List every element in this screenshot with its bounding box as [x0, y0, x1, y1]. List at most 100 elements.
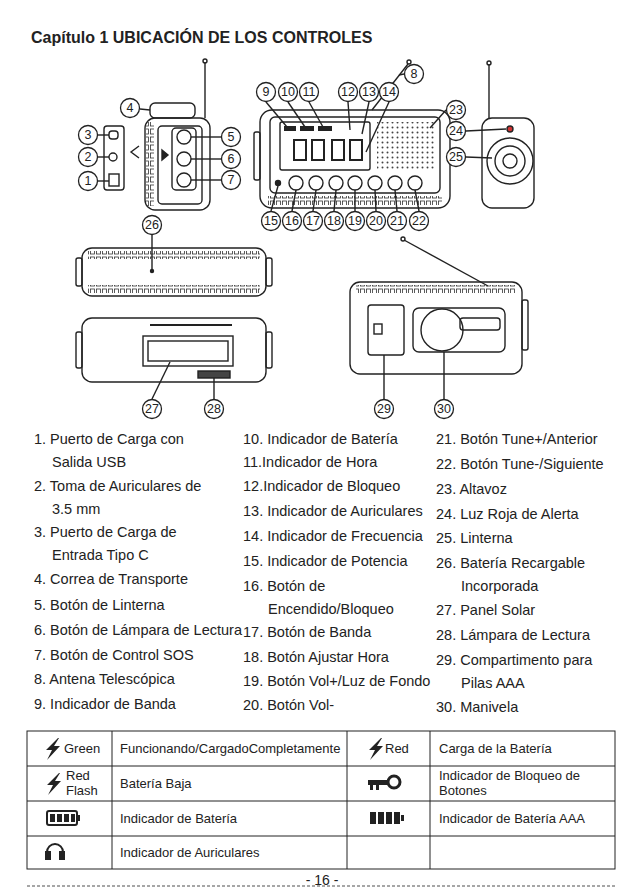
side-knob [76, 332, 82, 368]
leader-line [151, 235, 152, 270]
table-cell: Green [64, 741, 109, 756]
callout-number: 30 [434, 399, 454, 419]
power-led [276, 181, 281, 186]
callout-circle [325, 212, 344, 231]
callout-circle [405, 65, 424, 84]
grip-texture [146, 122, 154, 206]
part-name: 7. Botón de Control SOS [34, 644, 194, 667]
key-ring [388, 776, 400, 788]
part-name: 23. Altavoz [436, 478, 507, 501]
bolt-icon [47, 773, 61, 795]
compartment-latch [374, 324, 382, 334]
callout-circle [435, 400, 454, 419]
table-cell: Batería Baja [120, 776, 340, 791]
flashlight-lens [495, 146, 525, 176]
callout-circle [222, 150, 241, 169]
crank-hub [421, 309, 463, 351]
part-name: 22. Botón Tune-/Siguiente [436, 453, 604, 476]
leader-line [354, 190, 355, 211]
carry-strap [150, 103, 195, 118]
leader-line [98, 156, 109, 157]
solar-cells [148, 341, 228, 361]
leader-line [98, 134, 109, 135]
part-name: 6. Botón de Lámpara de Lectura [34, 619, 242, 642]
callout-number: 4 [120, 98, 140, 118]
part-name: 28. Lámpara de Lectura [436, 624, 590, 647]
radio-top [82, 248, 266, 296]
usb-port [109, 174, 119, 186]
headphone-cup [46, 852, 50, 859]
leader-line [383, 355, 384, 399]
callout-circle [339, 83, 358, 102]
part-name: 3. Puerto de Carga de Entrada Tipo C [34, 521, 186, 567]
callout-number: 16 [282, 211, 302, 231]
callout-number: 22 [409, 211, 429, 231]
leader-line [271, 186, 278, 211]
side-knob [266, 258, 272, 286]
part-name: 21. Botón Tune+/Anterior [436, 428, 598, 451]
callout-circle [360, 83, 379, 102]
callout-number: 10 [278, 82, 298, 102]
part-name: 8. Antena Telescópica [34, 668, 175, 691]
part-name: 14. Indicador de Frecuencia [243, 525, 423, 548]
callout-circle [346, 212, 365, 231]
leader-line [430, 110, 446, 128]
callout-number: 9 [256, 82, 276, 102]
leader-line [399, 74, 404, 75]
tune-down-button [408, 176, 422, 190]
leader-line [309, 102, 323, 127]
callout-circle [222, 171, 241, 190]
vol-up-button [348, 176, 362, 190]
table-cell: Indicador de Batería [120, 811, 340, 826]
headphone-jack [109, 153, 117, 161]
table-rule [347, 731, 348, 869]
table-cell: Indicador de Batería AAA [439, 811, 609, 826]
callout-circle [121, 99, 140, 118]
radio-side [145, 118, 210, 210]
table-border [27, 731, 615, 869]
part-name: 27. Panel Solar [436, 599, 535, 622]
table-rule [27, 836, 615, 837]
part-name: 15. Indicador de Potencia [243, 550, 407, 573]
table-cell: Red Flash [66, 768, 106, 798]
radio-bottom [82, 318, 266, 382]
table-cell: Carga de la Batería [439, 741, 609, 756]
band-button [309, 176, 323, 190]
side-knob [266, 332, 272, 368]
callout-circle [262, 212, 281, 231]
crank-handle [460, 318, 500, 330]
callout-circle [79, 126, 98, 145]
leader-line [140, 109, 150, 110]
antenna-tip [203, 59, 207, 63]
lamp-button [177, 152, 191, 166]
callout-circle [304, 212, 323, 231]
part-name: 4. Correa de Transporte [34, 568, 188, 591]
callout-number: 25 [446, 147, 466, 167]
leader-line [395, 190, 397, 211]
part-name: 30. Manivela [436, 696, 518, 719]
leader-line [292, 190, 296, 211]
battery-tip [77, 815, 80, 821]
flashlight-led [503, 154, 517, 168]
table-cell: Indicador de Bloqueo de Botones [439, 768, 604, 798]
callout-number: 12 [338, 82, 358, 102]
callout-circle [447, 101, 466, 120]
callout-circle [380, 83, 399, 102]
flashlight-ring [487, 138, 533, 184]
part-name: 20. Botón Vol- [243, 694, 334, 717]
part-name: 2. Toma de Auriculares de 3.5 mm [34, 475, 209, 521]
battery-bars [370, 812, 400, 824]
power-button [289, 176, 303, 190]
callout-circle [388, 212, 407, 231]
battery-body [47, 811, 77, 825]
leader-line [375, 190, 376, 211]
time-button [329, 176, 343, 190]
leader-line [152, 362, 170, 399]
callout-circle [300, 83, 319, 102]
callout-circle [447, 148, 466, 167]
part-name: 29. Compartimento para Pilas AAA [436, 649, 621, 695]
reading-lamp [198, 371, 230, 378]
part-name: 17. Botón de Banda [243, 621, 371, 644]
callout-number: 13 [359, 82, 379, 102]
leader-line [362, 102, 369, 134]
